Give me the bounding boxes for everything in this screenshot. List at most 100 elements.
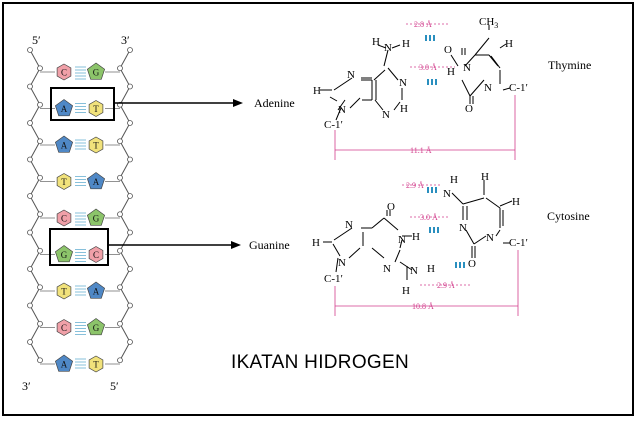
base-A-label: A: [93, 177, 100, 187]
phosphate-node: [37, 138, 43, 145]
phosphate-node: [37, 320, 43, 327]
phosphate-node: [117, 211, 123, 218]
base-A-shape: [86, 281, 106, 299]
base-T-label: T: [61, 287, 67, 297]
base-A-shape: [54, 99, 74, 117]
distance-label: 2.9 Å: [406, 181, 424, 190]
atom-n: N: [399, 77, 407, 89]
atom-c1-cytosine: C-1′: [509, 237, 528, 249]
atom-n: N: [410, 265, 418, 277]
base-T-label: T: [61, 177, 67, 187]
phosphate-node: [117, 284, 123, 291]
phosphate-node: [27, 120, 33, 126]
distance-label: 3.0 Å: [419, 63, 437, 72]
hydrogen-bonds-gc: [427, 187, 465, 268]
atom-h: H: [450, 174, 458, 186]
phosphate-node: [37, 211, 43, 218]
base-T-shape: [88, 355, 104, 373]
base-A-shape: [54, 135, 74, 153]
atom-h: H: [372, 36, 380, 48]
atom-n: N: [382, 109, 390, 121]
base-T-label: T: [93, 104, 99, 114]
atom-h: H: [402, 38, 410, 50]
distance-label-total: 10.8 Å: [412, 302, 434, 311]
atom-h: H: [512, 196, 520, 208]
phosphate-node: [127, 193, 133, 199]
base-G-shape: [86, 318, 106, 336]
atom-o: O: [387, 201, 395, 213]
base-G-label: G: [93, 214, 100, 224]
atom-o: O: [468, 258, 476, 270]
base-A-shape: [54, 354, 74, 372]
base-T-shape: [56, 282, 72, 300]
highlight-box-gc: [49, 228, 109, 266]
figure-frame: [2, 2, 634, 416]
base-A-label: A: [93, 287, 100, 297]
arrow-head-at-icon: [233, 99, 243, 107]
atom-n: N: [345, 219, 353, 231]
atom-n: N: [347, 69, 355, 81]
base-A-label: A: [61, 141, 68, 151]
atom-o: O: [444, 44, 452, 56]
base-G-label: G: [93, 323, 100, 333]
methyl-label: CH3: [479, 16, 498, 30]
thymine-structure: [450, 25, 511, 104]
phosphate-node: [37, 65, 43, 72]
atom-n: N: [484, 82, 492, 94]
base-T-shape: [56, 173, 72, 190]
phosphate-node: [27, 156, 33, 163]
base-G-label: G: [61, 250, 68, 260]
phosphate-node: [27, 229, 33, 236]
phosphate-node: [27, 302, 33, 309]
base-A-label: A: [61, 104, 68, 114]
base-T-label: T: [93, 141, 99, 151]
base-A-label: A: [61, 360, 68, 370]
strand-label-top-left: 5′: [32, 33, 41, 47]
phosphate-node: [27, 339, 33, 345]
guanine-structure: [323, 210, 413, 280]
phosphate-node: [27, 266, 33, 272]
adenine-structure: [320, 44, 403, 121]
distance-label: 2.9 Å: [437, 281, 455, 290]
base-T-shape: [88, 136, 104, 154]
base-C-label: C: [61, 323, 67, 333]
distance-label: 3.0 Å: [420, 213, 438, 222]
cytosine-label: Cytosine: [547, 209, 590, 223]
phosphate-node: [127, 120, 133, 126]
phosphate-node: [37, 174, 43, 181]
cytosine-structure: [451, 180, 513, 258]
strand-label-top-right: 3′: [121, 33, 130, 47]
phosphate-node: [127, 47, 133, 53]
atom-h: H: [312, 237, 320, 249]
adenine-label: Adenine: [254, 96, 295, 110]
base-C-label: C: [93, 250, 99, 260]
atom-c1-guanine: C-1′: [324, 273, 343, 285]
base-C-shape: [56, 319, 72, 336]
base-G-label: G: [93, 68, 100, 78]
phosphate-node: [117, 357, 123, 364]
base-C-shape: [56, 209, 72, 227]
arrow-head-gc-icon: [231, 241, 241, 249]
atom-h: H: [427, 263, 435, 275]
adenine-thymine-pair: Adenine Thymine H N H N H: [254, 16, 591, 160]
base-T-label: T: [93, 360, 99, 370]
phosphate-node: [117, 65, 123, 72]
atom-o: O: [465, 103, 473, 115]
phosphate-node: [127, 266, 133, 272]
figure-title: IKATAN HIDROGEN: [231, 352, 409, 373]
atom-n: N: [383, 263, 391, 275]
phosphate-node: [27, 83, 33, 90]
atom-h: H: [313, 85, 321, 97]
atom-n: N: [486, 232, 494, 244]
base-G-shape: [86, 208, 106, 226]
phosphate-node: [127, 156, 133, 163]
phosphate-node: [27, 193, 33, 199]
guanine-cytosine-pair: Guanine Cytosine N H N O N H N N: [249, 171, 590, 316]
atom-h: H: [402, 285, 410, 297]
phosphate-node: [117, 247, 123, 254]
phosphate-node: [117, 320, 123, 327]
base-A-shape: [86, 172, 106, 190]
highlight-box-at: [50, 87, 115, 121]
right-backbone: [119, 49, 131, 361]
